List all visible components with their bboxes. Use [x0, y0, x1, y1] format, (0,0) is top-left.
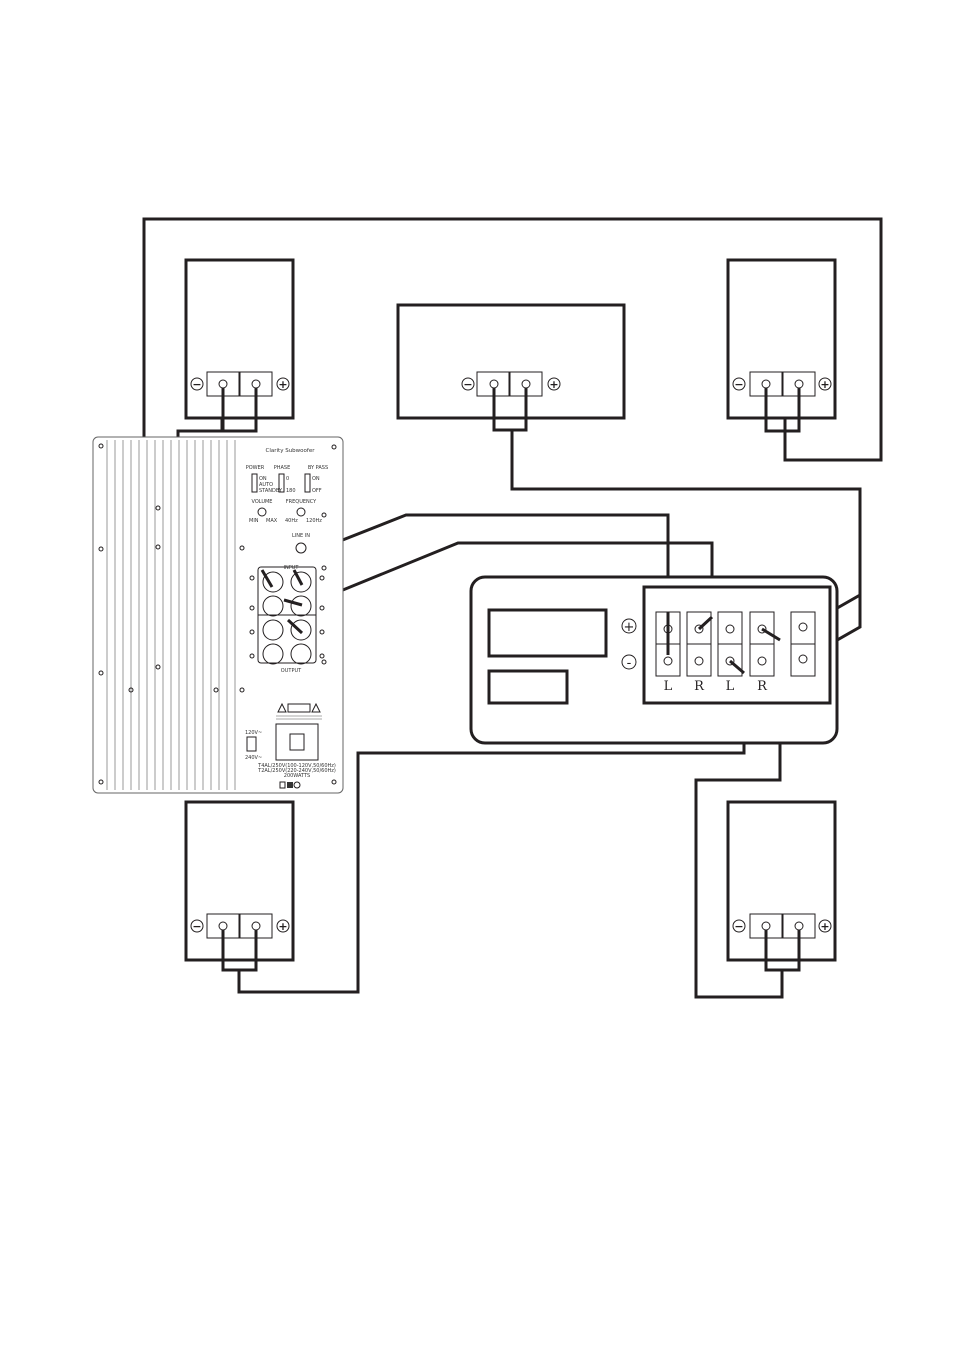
input-label: INPUT: [284, 565, 300, 571]
speaker-rear-right: − +: [728, 802, 835, 970]
svg-text:+: +: [278, 378, 287, 391]
speaker-front-left: − +: [186, 260, 293, 431]
svg-text:−: −: [192, 920, 201, 933]
receiver: + -: [471, 577, 837, 743]
svg-text:−: −: [192, 378, 201, 391]
bypass-label: BY PASS: [308, 465, 328, 471]
fuse-line-3: 200WATTS: [284, 773, 310, 779]
speaker-center: − +: [398, 305, 624, 430]
channel-label-l1: L: [664, 679, 673, 694]
svg-text:+: +: [820, 378, 829, 391]
receiver-display: [489, 610, 606, 656]
power-label: POWER: [246, 465, 265, 471]
speaker-rear-left: − +: [186, 802, 293, 970]
voltage-120-label: 120V~: [245, 730, 262, 736]
svg-text:−: −: [734, 378, 743, 391]
line-in-label: LINE IN: [292, 533, 310, 539]
svg-text:120Hz: 120Hz: [306, 518, 322, 524]
svg-text:−: −: [463, 378, 472, 391]
svg-text:+: +: [278, 920, 287, 933]
svg-text:180: 180: [286, 488, 296, 494]
svg-text:MAX: MAX: [266, 518, 278, 524]
channel-label-r2: R: [757, 679, 768, 694]
amp-title: Clarity Subwoofer: [266, 448, 316, 454]
svg-text:+: +: [820, 920, 829, 933]
channel-label-r1: R: [694, 679, 705, 694]
frequency-label: FREQUENCY: [286, 499, 317, 505]
svg-text:OFF: OFF: [312, 488, 322, 494]
svg-text:MIN: MIN: [249, 518, 259, 524]
svg-text:-: -: [627, 656, 632, 671]
receiver-small-panel: [489, 671, 567, 703]
speaker-front-right: − +: [728, 260, 835, 431]
voltage-240-label: 240V~: [245, 755, 262, 761]
output-label: OUTPUT: [281, 668, 302, 674]
subwoofer-amplifier-plate: Clarity Subwoofer POWER ON AUTO STANDBY …: [93, 437, 343, 793]
volume-label: VOLUME: [252, 499, 273, 505]
svg-text:−: −: [734, 920, 743, 933]
svg-text:+: +: [549, 378, 558, 391]
channel-label-l2: L: [726, 679, 735, 694]
svg-text:40Hz: 40Hz: [285, 518, 298, 524]
phase-label: PHASE: [274, 465, 291, 471]
svg-text:0: 0: [286, 476, 289, 482]
receiver-terminal-center: [791, 612, 815, 676]
receiver-terminal-r2: [750, 612, 774, 676]
svg-text:+: +: [624, 620, 635, 635]
svg-text:ON: ON: [312, 476, 320, 482]
